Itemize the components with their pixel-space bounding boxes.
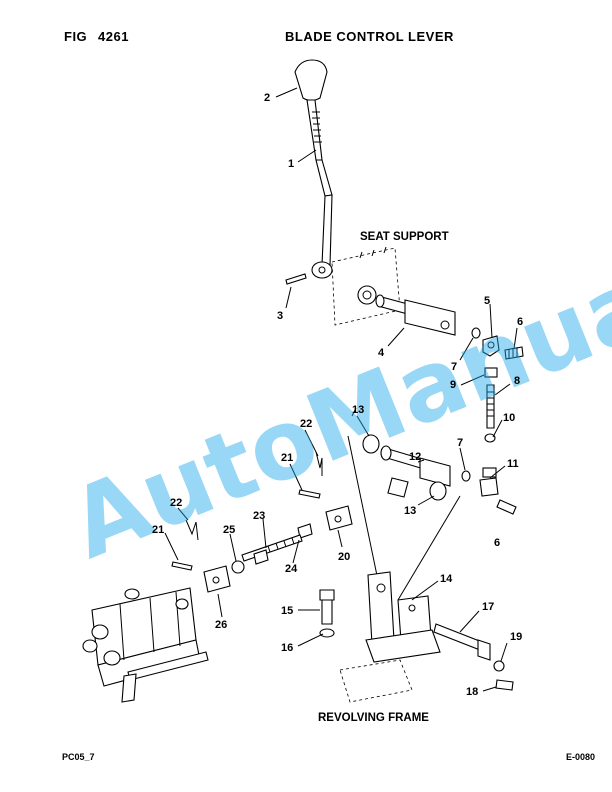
callout-5: 5 bbox=[484, 295, 490, 307]
callout-12: 12 bbox=[409, 451, 421, 463]
callout-1: 1 bbox=[288, 158, 294, 170]
label-seat-support: SEAT SUPPORT bbox=[360, 231, 449, 243]
label-revolving-frame: REVOLVING FRAME bbox=[318, 712, 429, 724]
callout-21-left: 21 bbox=[152, 524, 164, 536]
callout-13-lower: 13 bbox=[404, 505, 416, 517]
seat-support-panel bbox=[331, 246, 401, 326]
callout-numbers: 2 1 3 4 5 6 7 8 9 10 7 11 6 12 13 13 14 … bbox=[152, 92, 523, 698]
callout-23: 23 bbox=[253, 510, 265, 522]
callout-22-right: 22 bbox=[300, 418, 312, 430]
center-arm bbox=[347, 434, 461, 601]
callout-3: 3 bbox=[277, 310, 283, 322]
lever-assembly bbox=[285, 59, 333, 285]
callout-8: 8 bbox=[514, 375, 520, 387]
lever-shaft-bend bbox=[315, 159, 333, 197]
linkage-right bbox=[461, 327, 524, 515]
callout-14: 14 bbox=[440, 573, 453, 585]
callout-13-upper: 13 bbox=[352, 404, 364, 416]
fig-number: 4261 bbox=[98, 29, 129, 44]
bolt-18 bbox=[495, 679, 514, 691]
knob bbox=[294, 59, 328, 102]
lever-clevis bbox=[311, 261, 333, 279]
callout-6-lower: 6 bbox=[494, 537, 500, 549]
callout-26: 26 bbox=[215, 619, 227, 631]
callout-9: 9 bbox=[450, 379, 456, 391]
callout-25: 25 bbox=[223, 524, 235, 536]
callout-7-upper: 7 bbox=[451, 361, 457, 373]
ball-joint-upper bbox=[482, 335, 500, 357]
threaded-rod bbox=[241, 534, 303, 562]
callout-7-lower: 7 bbox=[457, 437, 463, 449]
callout-15: 15 bbox=[281, 605, 293, 617]
callout-4: 4 bbox=[378, 347, 385, 359]
callout-10: 10 bbox=[503, 412, 515, 424]
footer-left: PC05_7 bbox=[62, 752, 95, 762]
callout-11: 11 bbox=[507, 458, 519, 470]
footer-right: E-0080 bbox=[566, 752, 596, 762]
callout-21-right: 21 bbox=[281, 452, 293, 464]
callout-20: 20 bbox=[338, 551, 350, 563]
callout-2: 2 bbox=[264, 92, 270, 104]
leader-lines bbox=[164, 87, 518, 692]
fig-label: FIG bbox=[64, 29, 88, 44]
ball-joint-lower bbox=[479, 477, 499, 497]
revolving-frame-bracket bbox=[319, 571, 514, 703]
page-title: BLADE CONTROL LEVER bbox=[285, 29, 454, 44]
lever-shaft-lower bbox=[321, 194, 333, 266]
roll-pin bbox=[285, 273, 307, 285]
callout-22-left: 22 bbox=[170, 497, 182, 509]
callout-6-upper: 6 bbox=[517, 316, 523, 328]
bolt-15 bbox=[321, 597, 333, 625]
valve-linkage-left bbox=[82, 451, 353, 703]
bolt-lower bbox=[496, 499, 517, 515]
callout-16: 16 bbox=[281, 642, 293, 654]
callout-24: 24 bbox=[285, 563, 298, 575]
pivot-bracket bbox=[375, 294, 456, 336]
callout-17: 17 bbox=[482, 601, 494, 613]
callout-19: 19 bbox=[510, 631, 522, 643]
rod bbox=[486, 384, 495, 429]
callout-18: 18 bbox=[466, 686, 478, 698]
